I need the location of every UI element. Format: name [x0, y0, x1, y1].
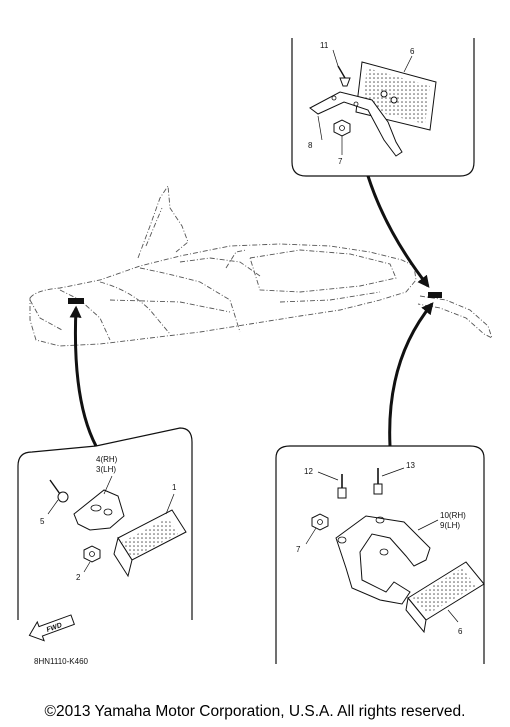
figure-code: 8HN1110-K460: [34, 657, 89, 666]
label-part-10-rh: 10(RH): [440, 511, 466, 520]
front-reflector-1: [113, 509, 187, 578]
front-callout: 1 4(RH) 3(LH) 5 2: [17, 427, 193, 620]
bracket-9-10: [335, 515, 431, 605]
label-part-1: 1: [172, 483, 177, 492]
parts-diagram: 11 6 8 7: [17, 38, 493, 666]
rear-reflector-6-bottom: [405, 561, 485, 634]
bracket-8: [309, 91, 403, 157]
label-part-13: 13: [406, 461, 415, 470]
label-part-7-top: 7: [338, 157, 343, 166]
label-part-8: 8: [308, 141, 313, 150]
rivet-11: [337, 65, 351, 87]
snowmobile-outline: [29, 184, 493, 347]
label-part-11: 11: [320, 41, 329, 50]
label-part-3-lh: 3(LH): [96, 465, 116, 474]
front-reflector-location: [68, 298, 84, 304]
label-part-9-lh: 9(LH): [440, 521, 460, 530]
label-part-6-bottom: 6: [458, 627, 463, 636]
nut-7-top: [333, 119, 351, 137]
label-part-12: 12: [304, 467, 313, 476]
nut-2: [83, 545, 101, 563]
copyright-notice: ©2013 Yamaha Motor Corporation, U.S.A. A…: [44, 703, 466, 720]
rivet-12: [337, 474, 347, 499]
label-part-7-bottom: 7: [296, 545, 301, 554]
label-part-5: 5: [40, 517, 45, 526]
rear-callout: 12 13 10(RH) 9(LH) 7 6: [275, 445, 485, 664]
rear-reflector-6: [355, 61, 437, 131]
top-callout: 11 6 8 7: [291, 38, 475, 177]
bracket-3-4: [73, 489, 125, 531]
label-part-6-top: 6: [410, 47, 415, 56]
fwd-arrow-icon: FWD: [28, 614, 75, 642]
rear-reflector-location: [428, 292, 442, 298]
label-part-2: 2: [76, 573, 81, 582]
location-arrows: [69, 175, 434, 447]
nut-7-bottom: [311, 513, 329, 531]
label-part-4-rh: 4(RH): [96, 455, 118, 464]
rivet-13: [373, 468, 383, 495]
rivet-5: [49, 479, 69, 503]
